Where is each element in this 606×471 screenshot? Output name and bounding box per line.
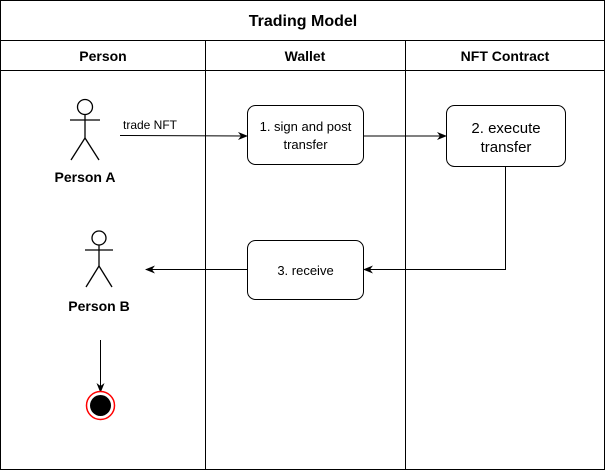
step-3-label: 3. receive: [277, 263, 333, 278]
end-node-icon[interactable]: [85, 390, 116, 421]
step-1-box[interactable]: [247, 105, 364, 165]
step-2-label-line-1: 2. execute: [471, 120, 540, 137]
edge-step2-to-step3[interactable]: [363, 166, 506, 274]
lane-header-nft-contract: NFT Contract: [461, 48, 550, 64]
person-b-actor-icon[interactable]: [85, 230, 113, 288]
step-2-label-line-2: transfer: [481, 139, 532, 156]
lane-header-wallet: Wallet: [285, 48, 326, 64]
person-b-label: Person B: [68, 298, 129, 314]
step-1-label-line-1: 1. sign and post: [260, 119, 352, 134]
step-1-label-line-2: transfer: [283, 137, 328, 152]
person-a-label: Person A: [55, 169, 116, 185]
edge-trade-nft-label: trade NFT: [123, 118, 178, 132]
diagram-title: Trading Model: [249, 13, 357, 30]
lane-header-person: Person: [79, 48, 126, 64]
person-a-actor-icon[interactable]: [70, 98, 100, 161]
edge-trade-nft[interactable]: [119, 131, 248, 140]
